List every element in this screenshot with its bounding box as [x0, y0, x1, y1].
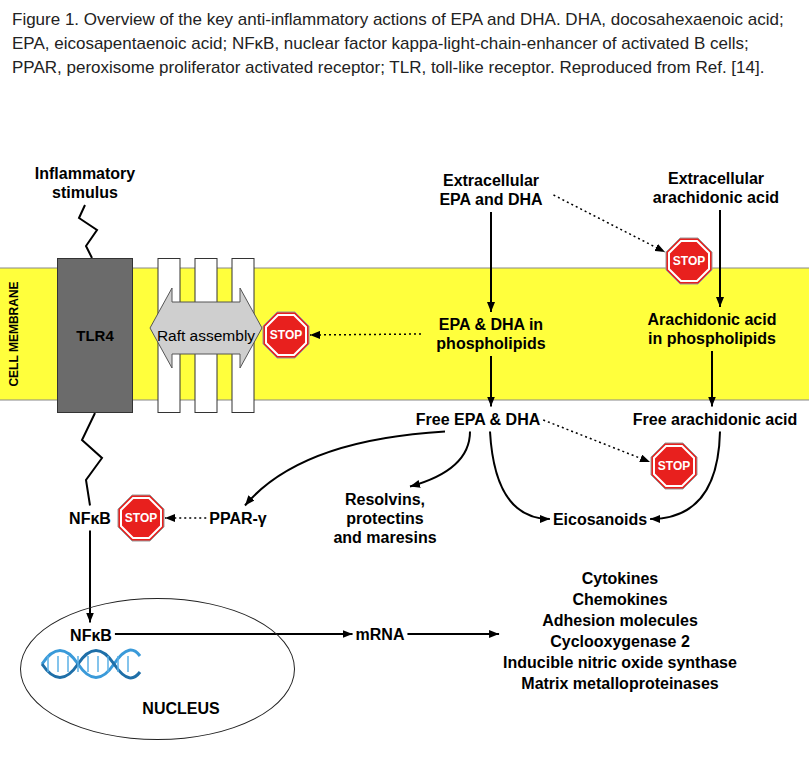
- helix-rung: [127, 656, 129, 672]
- helix-rung: [77, 656, 79, 672]
- factor-label: NFκB: [67, 623, 115, 648]
- flow-connector: [89, 531, 91, 623]
- flow-connector: [407, 633, 499, 635]
- helix-rung: [107, 656, 109, 672]
- flow-connector: [711, 351, 713, 407]
- node-text: TLR4: [76, 327, 114, 344]
- node-text: NUCLEUS: [142, 700, 219, 718]
- flow-connector: [490, 356, 492, 407]
- node-text: Raft assembly: [157, 327, 255, 345]
- list-item: Matrix metalloproteinases: [503, 673, 737, 694]
- node-text: Inflammatory stimulus: [28, 164, 142, 202]
- inhibition-connector: [310, 334, 421, 335]
- figure-caption: Figure 1. Overview of the key anti-infla…: [12, 8, 802, 80]
- flow-connector: [115, 633, 353, 635]
- receptor-label: PPAR-γ: [206, 506, 270, 531]
- raft-arrow: Raft assembly: [150, 258, 262, 413]
- flow-connector: [490, 432, 550, 520]
- node-text: mRNA: [356, 625, 405, 644]
- flow-connector: [410, 432, 470, 487]
- helix-rung: [87, 656, 89, 672]
- flow-connector: [719, 210, 721, 307]
- helix-rung: [47, 656, 49, 672]
- node-text: NFκB: [70, 626, 112, 645]
- nucleus-ellipse: NUCLEUS NFκB: [20, 598, 295, 740]
- flow-connector: [79, 205, 97, 258]
- node-text: Free EPA & DHA: [416, 410, 540, 429]
- node-text: NFκB: [69, 509, 111, 528]
- inhibition-connector: [554, 195, 666, 252]
- node-text: STOP: [673, 254, 705, 268]
- stop-sign: STOP: [665, 237, 713, 285]
- stop-sign: STOP: [650, 442, 698, 490]
- node-text: STOP: [658, 459, 690, 473]
- pool-label: Free arachidonic acid: [630, 407, 801, 432]
- flow-connector: [650, 432, 720, 520]
- node-text: EPA & DHA in phospholipids: [424, 315, 558, 353]
- source-label: Extracellular EPA and DHA: [429, 168, 554, 212]
- stop-sign: STOP: [117, 494, 165, 542]
- list-item: Adhesion molecules: [503, 610, 737, 631]
- mediator-label: Eicosanoids: [550, 507, 650, 532]
- node-text: STOP: [125, 511, 157, 525]
- helix-rung: [97, 656, 99, 672]
- helix-rung: [57, 656, 59, 672]
- node-text: Extracellular arachidonic acid: [644, 169, 788, 207]
- node-text: Extracellular EPA and DHA: [432, 171, 551, 209]
- node-text: Arachidonic acid in phospholipids: [643, 310, 782, 348]
- list-item: Cytokines: [503, 568, 737, 589]
- dna-helix: [42, 650, 140, 678]
- inhibition-connector: [165, 517, 206, 519]
- list-item: Inducible nitric oxide synthase: [503, 652, 737, 673]
- receptor-box: TLR4: [57, 258, 133, 413]
- node-text: Eicosanoids: [553, 510, 647, 529]
- node-text: Resolvins, protectins and maresins: [332, 490, 438, 547]
- factor-label: NFκB: [66, 506, 114, 531]
- pool-label: EPA & DHA in phospholipids: [421, 312, 561, 356]
- pool-label: Free EPA & DHA: [413, 407, 543, 432]
- helix-rung: [67, 656, 69, 672]
- node-text: PPAR-γ: [209, 509, 267, 528]
- pool-label: Arachidonic acid in phospholipids: [640, 307, 785, 351]
- node-text: STOP: [270, 328, 302, 342]
- list-item: Cyclooxygenase 2: [503, 631, 737, 652]
- stimulus-label: Inflammatory stimulus: [25, 161, 145, 205]
- list-item: Chemokines: [503, 589, 737, 610]
- source-label: Extracellular arachidonic acid: [641, 166, 791, 210]
- flow-connector: [82, 413, 102, 506]
- mediator-label: Resolvins, protectins and maresins: [329, 487, 441, 550]
- transcript-label: mRNA: [353, 622, 408, 647]
- stop-sign: STOP: [262, 311, 310, 359]
- helix-rung: [117, 656, 119, 672]
- node-text: CELL MEMBRANE: [7, 281, 21, 386]
- flow-connector: [490, 212, 492, 312]
- node-text: Free arachidonic acid: [633, 410, 798, 429]
- gene-product-list: CytokinesChemokinesAdhesion moleculesCyc…: [499, 566, 741, 696]
